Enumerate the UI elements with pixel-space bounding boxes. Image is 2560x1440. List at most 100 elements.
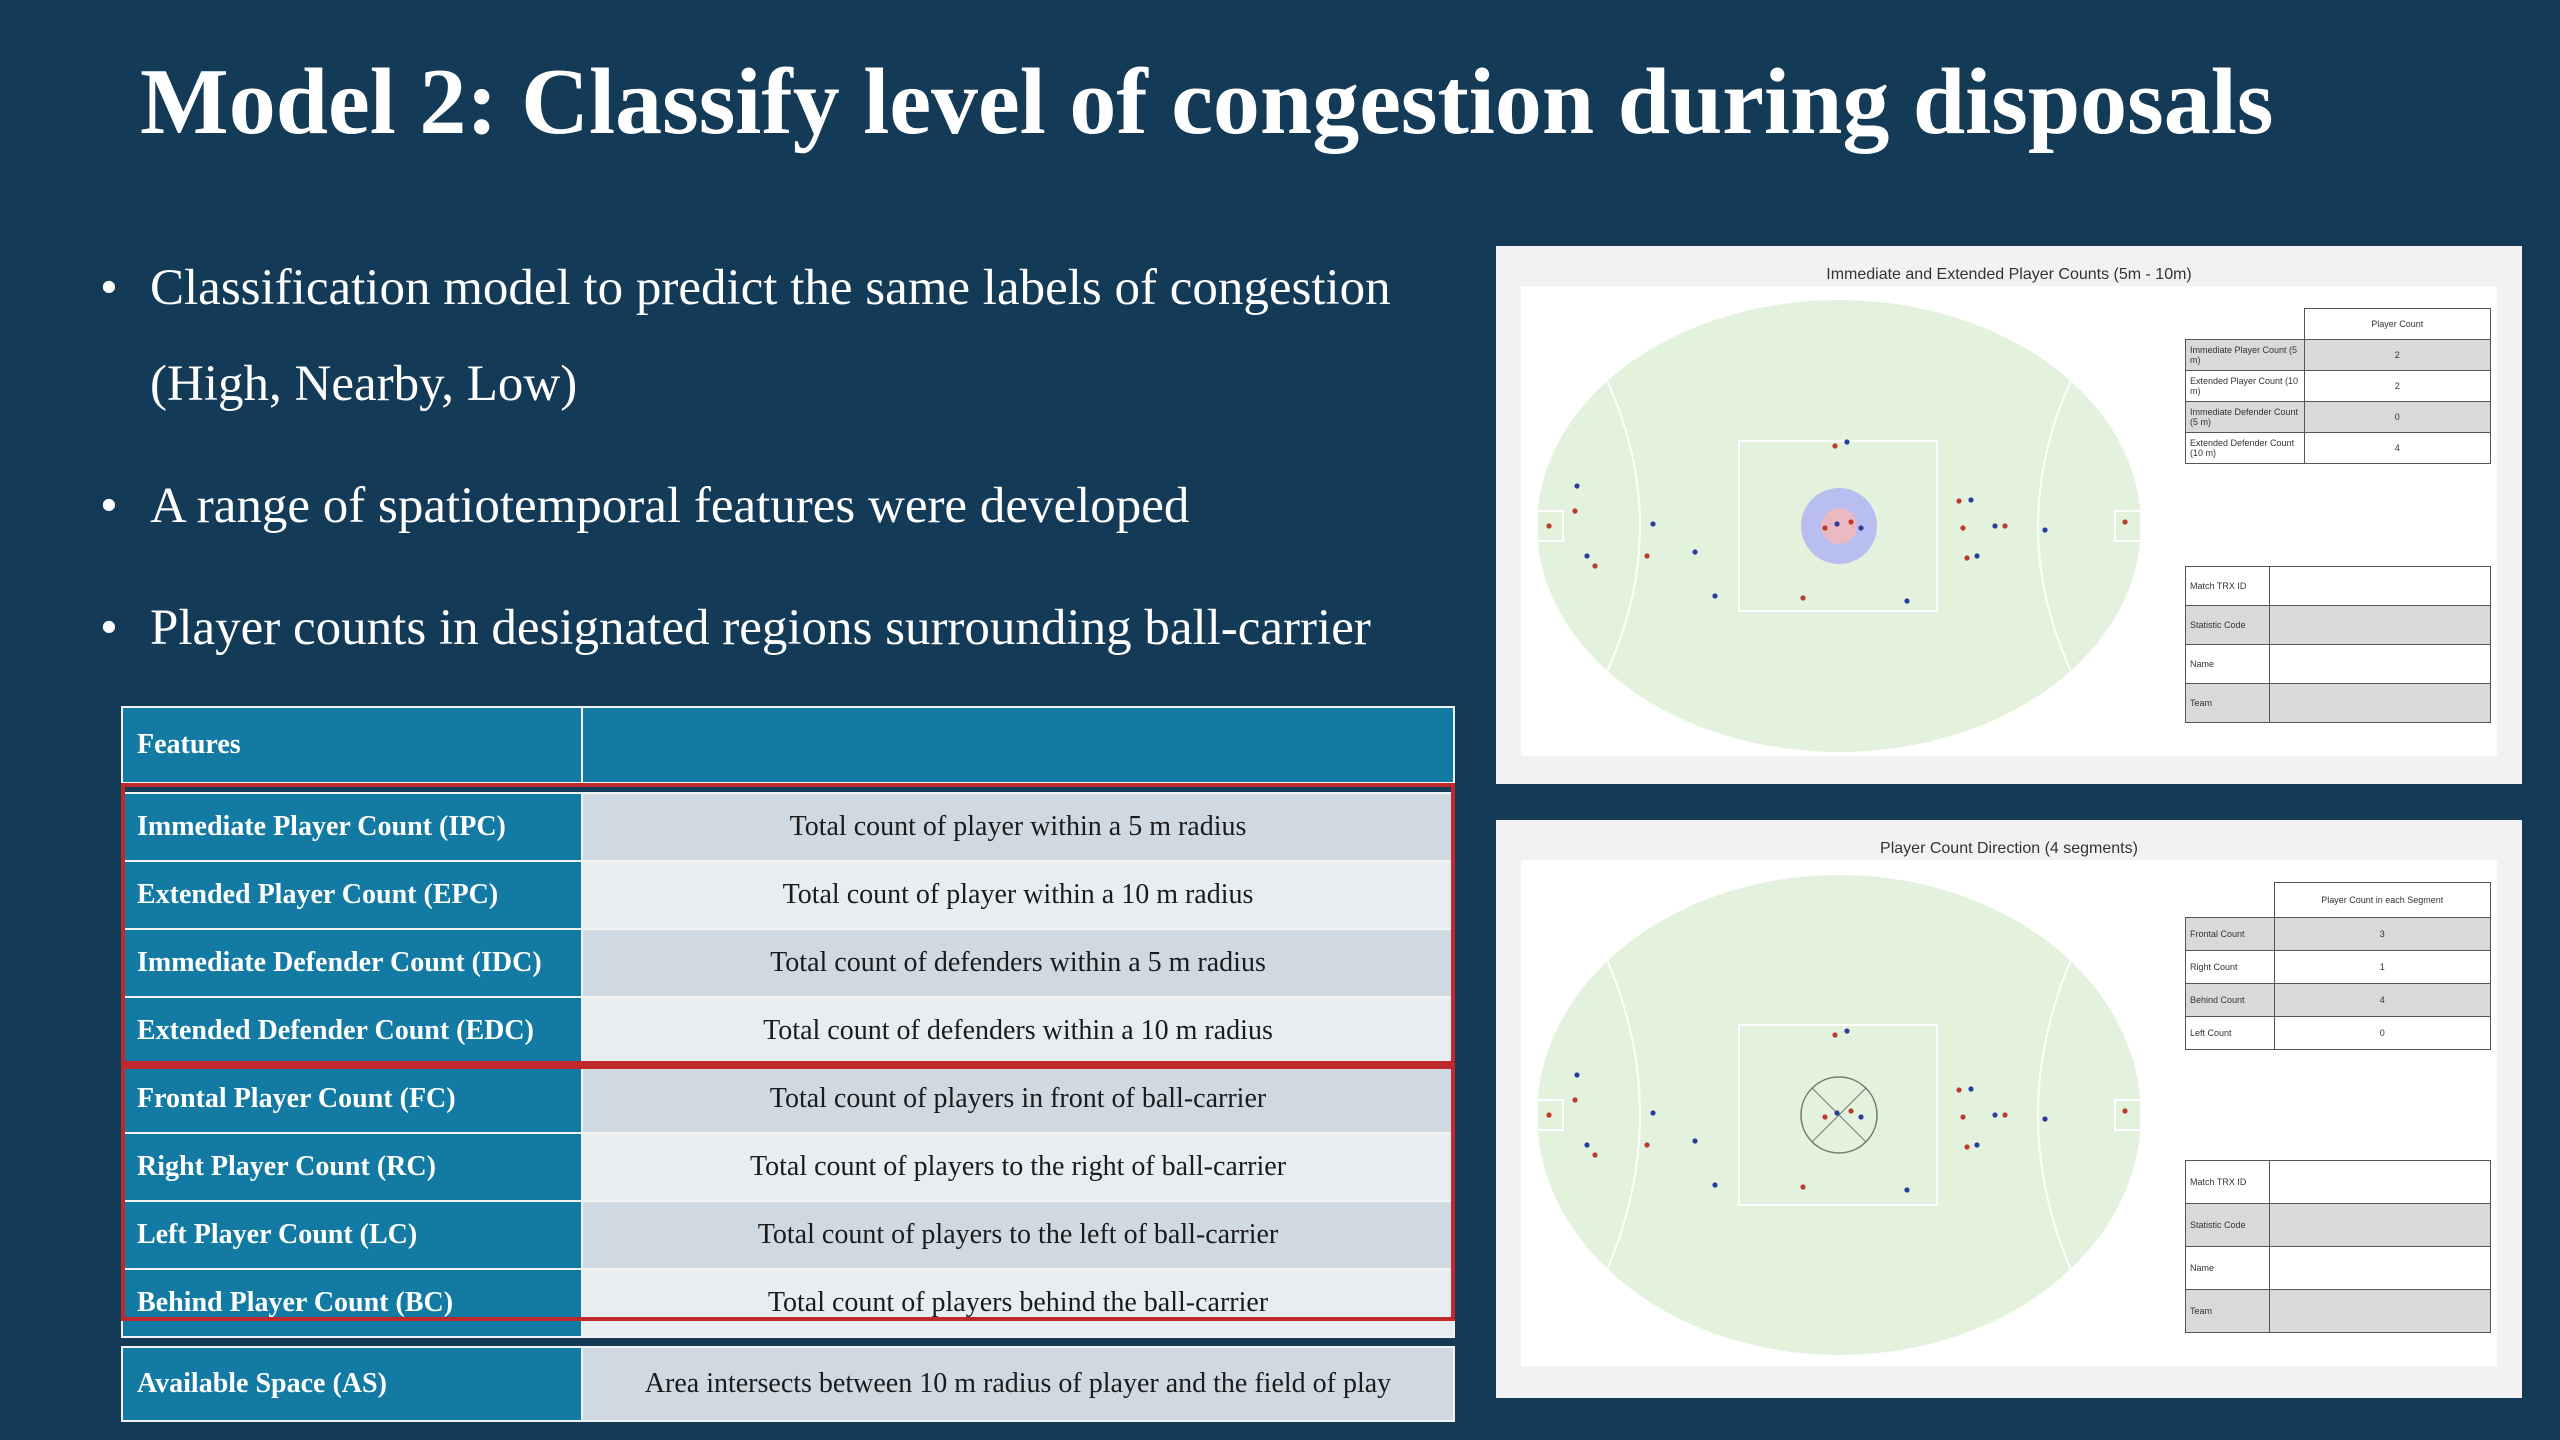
player-marker [1956,1087,1962,1093]
player-marker [1848,519,1854,525]
player-marker [1964,1144,1970,1150]
player-marker [1572,508,1578,514]
player-marker [1644,1142,1650,1148]
player-marker [1968,1086,1974,1092]
feature-name: Immediate Defender Count (IDC) [121,928,583,998]
bullet-text: Player counts in designated regions surr… [150,600,1371,656]
count-header: Player Count [2303,308,2491,340]
info-label: Name [2185,1246,2270,1290]
player-marker [2002,1112,2008,1118]
slide-title: Model 2: Classify level of congestion du… [140,50,2274,154]
table-row: Name [2185,1246,2491,1290]
info-label: Match TRX ID [2185,1160,2270,1204]
player-marker [1800,595,1806,601]
player-marker [1712,593,1718,599]
player-marker [1834,1110,1840,1116]
feature-description: Total count of defenders within a 10 m r… [581,996,1455,1066]
feature-name: Immediate Player Count (IPC) [121,792,583,862]
count-label: Immediate Player Count (5 m) [2185,339,2305,371]
bullet-text: A range of spatiotemporal features were … [150,478,1190,534]
feature-name: Extended Player Count (EPC) [121,860,583,930]
player-marker [1800,1184,1806,1190]
table-row: Extended Defender Count (EDC)Total count… [121,996,1455,1066]
count-value: 4 [2273,983,2491,1017]
player-marker [2122,519,2128,525]
player-marker [1644,553,1650,559]
player-marker [2122,1108,2128,1114]
player-marker [1834,521,1840,527]
table-row: Immediate Player Count (5 m)2 [2185,339,2491,371]
feature-description: Total count of players behind the ball-c… [581,1268,1455,1338]
table-row: Statistic Code [2185,1203,2491,1247]
player-marker [1858,525,1864,531]
feature-name: Left Player Count (LC) [121,1200,583,1270]
bullet-item: • Classification model to predict the sam… [100,240,1480,432]
info-label: Statistic Code [2185,1203,2270,1247]
table-row: Extended Defender Count (10 m)4 [2185,432,2491,464]
info-label: Statistic Code [2185,605,2270,645]
player-marker [1692,1138,1698,1144]
feature-description: Total count of player within a 5 m radiu… [581,792,1455,862]
info-label: Name [2185,644,2270,684]
player-marker [1956,498,1962,504]
player-marker [1968,497,1974,503]
direction-count-panel: Player Count Direction (4 segments) Play… [1496,820,2522,1398]
count-label: Behind Count [2185,983,2275,1017]
bullet-item: •Player counts in designated regions sur… [100,580,1480,676]
feature-name: Right Player Count (RC) [121,1132,583,1202]
info-table: Match TRX ID Statistic Code Name Team [2185,1160,2491,1333]
segment-count-table: Player Count in each Segment Frontal Cou… [2185,882,2491,1050]
feature-name: Available Space (AS) [121,1346,583,1422]
player-marker [1650,1110,1656,1116]
count-label: Extended Player Count (10 m) [2185,370,2305,402]
features-table: Features Immediate Player Count (IPC)Tot… [121,706,1455,1422]
player-marker [1692,549,1698,555]
player-marker [2002,523,2008,529]
player-marker [1650,521,1656,527]
count-value: 3 [2273,917,2491,951]
panel-canvas: Player Count in each Segment Frontal Cou… [1521,860,2497,1366]
player-marker [1546,1112,1552,1118]
player-marker [2042,527,2048,533]
table-header-row: Features [121,706,1455,784]
player-marker [1974,553,1980,559]
table-row: Immediate Defender Count (5 m)0 [2185,401,2491,433]
feature-description: Area intersects between 10 m radius of p… [581,1346,1455,1422]
player-marker [1574,483,1580,489]
bullet-dot: • [100,260,118,316]
table-row: Available Space (AS)Area intersects betw… [121,1346,1455,1422]
feature-description: Total count of defenders within a 5 m ra… [581,928,1455,998]
bullet-list: • Classification model to predict the sam… [100,240,1480,676]
table-row: Match TRX ID [2185,566,2491,606]
count-value: 2 [2303,370,2491,402]
player-marker [1844,439,1850,445]
info-label: Team [2185,683,2270,723]
player-marker [1992,1112,1998,1118]
count-value: 1 [2273,950,2491,984]
player-marker [1992,523,1998,529]
player-marker [2042,1116,2048,1122]
table-row: Extended Player Count (10 m)2 [2185,370,2491,402]
player-marker [1848,1108,1854,1114]
table-row: Team [2185,683,2491,723]
table-header-features: Features [121,706,583,784]
table-row: Match TRX ID [2185,1160,2491,1204]
bullet-dot: • [100,478,118,534]
player-marker [1844,1028,1850,1034]
panel-title: Player Count Direction (4 segments) [1880,840,2138,857]
info-label: Match TRX ID [2185,566,2270,606]
table-header-description [581,706,1455,784]
football-field [1536,875,2142,1355]
bullet-item: • A range of spatiotemporal features were… [100,458,1480,554]
count-label: Left Count [2185,1016,2275,1050]
feature-name: Behind Player Count (BC) [121,1268,583,1338]
bullet-text: Classification model to predict the same… [150,260,1391,412]
feature-name: Extended Defender Count (EDC) [121,996,583,1066]
info-label: Team [2185,1289,2270,1333]
table-row: Immediate Defender Count (IDC)Total coun… [121,928,1455,998]
player-marker [1960,1114,1966,1120]
player-count-panel: Immediate and Extended Player Counts (5m… [1496,246,2522,784]
